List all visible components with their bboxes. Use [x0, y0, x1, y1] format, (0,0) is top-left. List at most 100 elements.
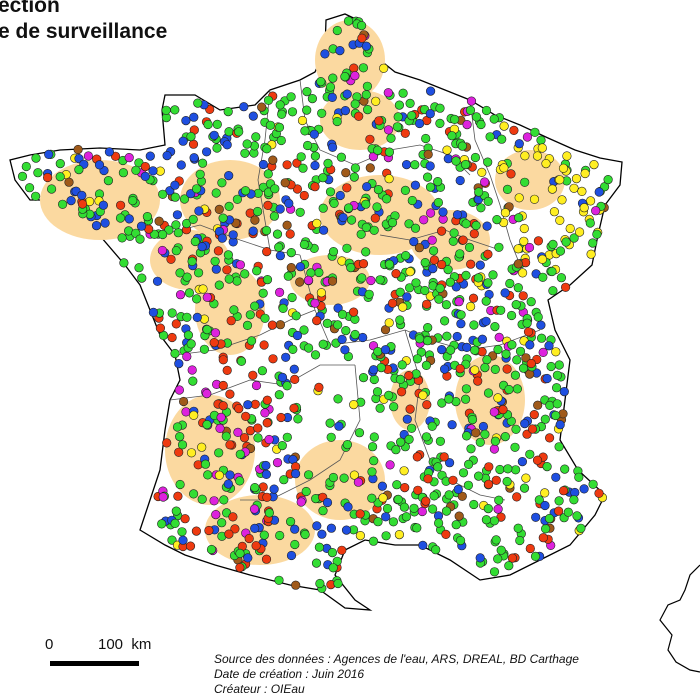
- monitoring-stations: [17, 16, 613, 594]
- station-dot: [356, 229, 366, 239]
- station-dot: [183, 330, 193, 340]
- station-dot: [46, 184, 57, 194]
- station-dot: [235, 562, 245, 573]
- station-dot: [397, 387, 407, 397]
- station-dot: [202, 147, 212, 157]
- station-dot: [262, 144, 272, 154]
- station-dot: [474, 187, 484, 197]
- station-dot: [419, 215, 429, 225]
- station-dot: [304, 343, 314, 353]
- station-dot: [77, 190, 87, 200]
- station-dot: [383, 125, 394, 135]
- station-dot: [332, 116, 342, 127]
- station-dot: [484, 479, 494, 489]
- station-dot: [274, 122, 285, 132]
- station-dot: [253, 206, 263, 217]
- station-dot: [315, 578, 325, 589]
- station-dot: [473, 273, 484, 283]
- station-dot: [423, 323, 433, 333]
- station-dot: [421, 360, 432, 371]
- station-dot: [484, 462, 494, 472]
- station-dot: [586, 249, 596, 259]
- station-dot: [365, 134, 375, 144]
- station-dot: [522, 318, 532, 328]
- station-dot: [214, 448, 224, 458]
- station-dot: [253, 423, 263, 433]
- station-dot: [532, 455, 543, 465]
- station-dot: [560, 464, 570, 474]
- station-dot: [253, 433, 263, 443]
- station-dot: [461, 394, 471, 404]
- station-dot: [514, 139, 524, 149]
- station-dot: [555, 215, 565, 225]
- station-dot: [276, 412, 286, 423]
- station-dot: [489, 114, 499, 124]
- station-dot: [375, 403, 385, 413]
- hydro-zone: [315, 20, 385, 100]
- station-dot: [232, 194, 242, 204]
- station-dot: [504, 561, 514, 571]
- station-dot: [520, 177, 530, 187]
- station-dot: [493, 344, 503, 355]
- station-dot: [199, 344, 209, 354]
- station-dot: [328, 142, 338, 152]
- station-dot: [536, 320, 546, 330]
- station-dot: [223, 106, 233, 117]
- station-dot: [384, 147, 395, 157]
- station-dot: [286, 263, 296, 273]
- station-dot: [556, 273, 567, 283]
- station-dot: [407, 195, 417, 206]
- station-dot: [320, 49, 330, 59]
- station-dot: [367, 493, 377, 503]
- station-dot: [140, 162, 150, 172]
- station-dot: [456, 310, 466, 320]
- station-dot: [569, 495, 579, 505]
- station-dot: [525, 543, 535, 554]
- station-dot: [555, 246, 566, 256]
- station-dot: [530, 551, 541, 562]
- station-dot: [450, 114, 460, 124]
- station-dot: [262, 395, 272, 405]
- station-dot: [523, 327, 534, 337]
- station-dot: [517, 457, 528, 467]
- station-dot: [242, 320, 253, 331]
- station-dot: [217, 518, 227, 528]
- station-dot: [592, 229, 602, 239]
- station-dot: [425, 161, 435, 171]
- station-dot: [548, 239, 558, 249]
- station-dot: [140, 171, 150, 181]
- station-dot: [551, 383, 562, 393]
- station-dot: [258, 159, 269, 170]
- station-dot: [591, 206, 601, 216]
- station-dot: [301, 486, 311, 497]
- station-dot: [157, 519, 167, 529]
- station-dot: [350, 99, 360, 109]
- station-dot: [394, 529, 405, 540]
- station-dot: [538, 272, 548, 282]
- station-dot: [100, 218, 110, 228]
- station-dot: [353, 477, 364, 487]
- station-dot: [258, 288, 268, 298]
- station-dot: [286, 92, 296, 102]
- station-dot: [444, 394, 454, 404]
- station-dot: [257, 366, 268, 376]
- station-dot: [494, 242, 504, 252]
- station-dot: [103, 176, 113, 186]
- station-dot: [511, 300, 521, 310]
- station-dot: [328, 563, 338, 573]
- station-dot: [558, 163, 569, 173]
- station-dot: [393, 494, 403, 505]
- station-dot: [304, 470, 314, 480]
- station-dot: [318, 339, 328, 349]
- station-dot: [462, 119, 472, 130]
- station-dot: [31, 153, 41, 163]
- station-dot: [399, 466, 409, 476]
- station-dot: [515, 346, 526, 356]
- station-dot: [380, 345, 391, 355]
- station-dot: [554, 442, 564, 452]
- station-dot: [346, 263, 356, 273]
- station-dot: [451, 520, 461, 530]
- station-dot: [190, 236, 200, 247]
- station-dot: [167, 332, 177, 343]
- station-dot: [447, 420, 457, 430]
